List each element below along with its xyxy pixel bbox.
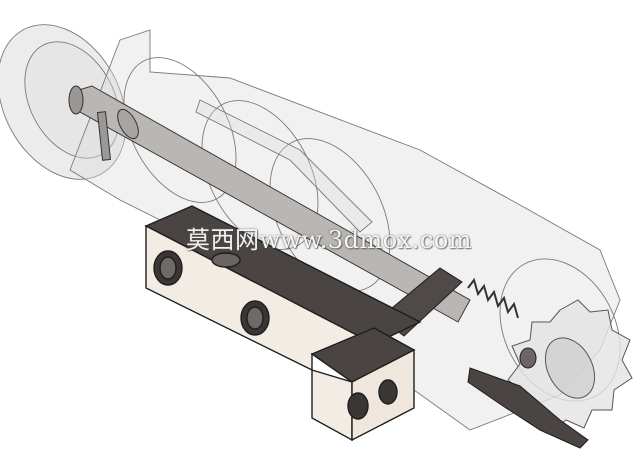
latch-pivot	[519, 347, 537, 369]
block-hole-2-inner	[246, 306, 264, 330]
gear-hub	[544, 337, 596, 399]
main-shaft	[68, 85, 471, 323]
block-top-recess	[211, 252, 241, 268]
shaft-end-cap	[68, 85, 84, 115]
latch-mechanism	[467, 347, 589, 449]
latch-arm	[467, 367, 589, 449]
housing-ring-1	[123, 57, 237, 203]
end-gear	[507, 299, 633, 433]
housing-slot	[195, 99, 373, 233]
end-flange-outer	[0, 24, 127, 180]
mounting-block	[144, 205, 422, 442]
housing-ring-2	[201, 100, 319, 250]
spring	[467, 277, 519, 319]
housing-ring-3	[269, 138, 391, 292]
block-hole-4	[378, 379, 398, 405]
block-hole-3	[347, 392, 369, 420]
shaft-collar	[117, 108, 139, 140]
shaft-pin	[96, 111, 112, 161]
block-foot-front	[311, 369, 353, 442]
block-hole-1-inner	[159, 256, 177, 280]
